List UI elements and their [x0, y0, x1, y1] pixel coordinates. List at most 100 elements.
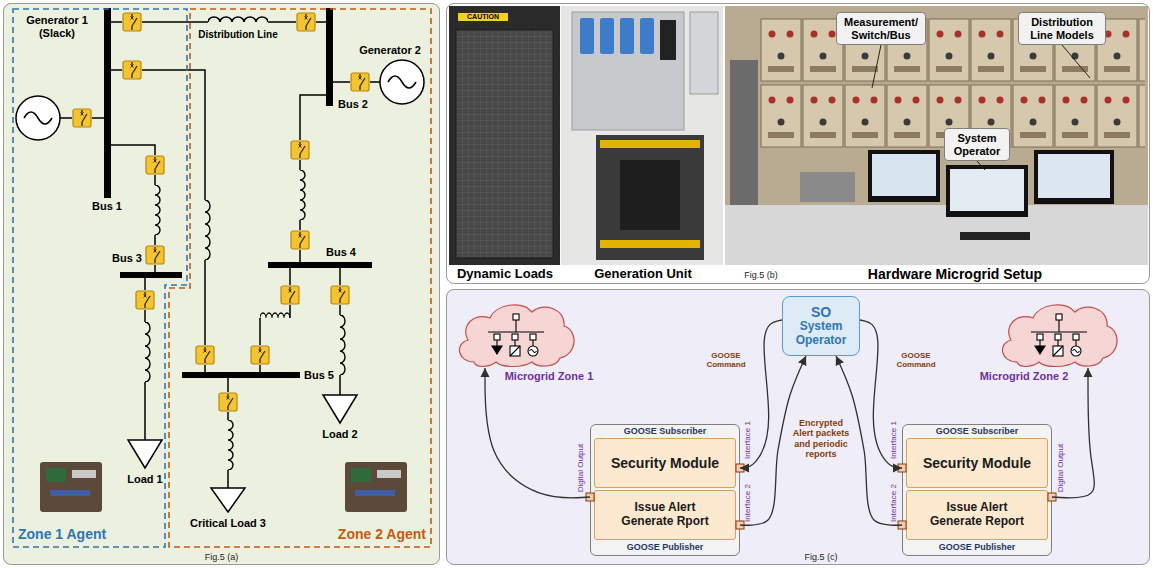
load-label: Load 2 — [310, 428, 370, 441]
figure-label: Fig.5 (c) — [794, 552, 848, 562]
photo-caption: Generation Unit — [563, 267, 723, 282]
photo-dynamic-loads — [456, 30, 553, 258]
text-holder: Zone 2 Agent — [306, 526, 426, 542]
callout-leader — [872, 45, 881, 88]
load-label: Critical Load 3 — [168, 517, 288, 530]
interface-port — [586, 464, 1056, 529]
box-label: Security Module — [611, 455, 719, 471]
box-label: Security Module — [923, 455, 1031, 471]
box-label: Measurement/ Switch/Bus — [841, 16, 921, 41]
microgrid-cloud: Microgrid Zone 1 — [452, 298, 578, 368]
connector-arrow — [1052, 368, 1094, 498]
agent-board-photo — [50, 490, 90, 496]
interface-port — [736, 521, 744, 529]
zone-outline — [168, 8, 432, 548]
output-label: Digital Output — [1056, 444, 1065, 492]
breaker-symbol — [196, 346, 214, 364]
breaker-symbol — [219, 393, 237, 411]
zone-outline — [13, 9, 187, 547]
module-box: GOOSE SubscriberGOOSE Publisher Security … — [590, 424, 740, 556]
callout-box: Distribution Line Models — [1018, 12, 1106, 45]
inductor-symbol — [228, 420, 233, 470]
cloud-outline — [459, 305, 574, 367]
text-holder: GOOSE Publisher — [903, 542, 1051, 552]
generator-symbol — [380, 60, 424, 104]
photo-generation-unit — [600, 240, 700, 248]
panel-ground — [446, 289, 1150, 565]
text-holder: Load 2 — [310, 428, 370, 441]
module-box: GOOSE SubscriberGOOSE PublisherSecurity … — [902, 424, 1052, 556]
generator-symbol — [16, 96, 60, 140]
inductor-symbol — [155, 185, 160, 235]
photo-generation-unit — [572, 12, 684, 130]
agent-board-photo — [40, 462, 407, 512]
grid-icon — [488, 314, 544, 356]
photo-dynamic-loads — [449, 6, 560, 265]
grid-icon — [1056, 314, 1062, 320]
interface-label: Interface 1 — [889, 421, 898, 459]
line-label: Distribution Line — [190, 29, 286, 41]
bus-label: Bus 4 — [316, 246, 366, 259]
breaker-symbol — [291, 141, 309, 159]
generator-symbol — [388, 76, 416, 88]
breaker-symbol — [351, 73, 369, 91]
photo-hardware-setup — [960, 232, 1030, 240]
photo-generation-unit — [660, 20, 676, 60]
callout-leader — [977, 161, 985, 170]
bus-bar — [120, 272, 182, 278]
breaker-symbol — [331, 286, 349, 304]
grid-icon — [488, 320, 544, 346]
breaker-symbol — [281, 286, 299, 304]
text-holder: Generator 2 — [350, 44, 430, 57]
interface-port — [898, 521, 906, 529]
text-holder: Bus 3 — [106, 252, 142, 265]
photo-generation-unit — [580, 18, 594, 54]
port-label: GOOSE Subscriber — [591, 426, 739, 436]
grid-icon — [492, 346, 502, 354]
text-holder: Bus 1 — [87, 200, 127, 213]
panel-ground — [446, 3, 1150, 284]
agent-board-photo — [46, 468, 66, 482]
channel-note: Encrypted Alert packets and periodic rep… — [790, 418, 852, 459]
grid-icon — [1035, 346, 1045, 354]
figure-panel: Fig.5 (a)Zone 1 AgentZone 2 Agent — [3, 3, 440, 565]
breaker-symbol — [123, 13, 141, 31]
breaker-symbol — [123, 61, 141, 79]
box-label: SO — [811, 304, 831, 320]
grid-icon — [1031, 314, 1087, 356]
function-box: Security Module — [906, 438, 1048, 488]
inductor-symbol — [208, 17, 268, 22]
box-label: Issue Alert Generate Rport — [610, 501, 720, 529]
box-label: Distribution Line Models — [1023, 16, 1101, 41]
interface-port — [1048, 493, 1056, 501]
callout-leader — [1062, 45, 1090, 78]
connector-group — [485, 320, 1094, 525]
photo-hardware-setup — [946, 165, 1028, 217]
load-symbol — [323, 395, 357, 423]
text-holder: Hardware Microgrid Setup — [790, 266, 1120, 282]
generator-symbol — [24, 112, 52, 124]
text-holder: Zone 1 Agent — [18, 526, 158, 542]
photo-hardware-setup — [1034, 150, 1114, 204]
connector-arrow — [485, 368, 590, 498]
edge-label: GOOSE Command — [702, 350, 750, 370]
box-label: System Operator — [787, 320, 855, 348]
panel-ground — [3, 3, 440, 565]
grid-icon — [510, 346, 520, 356]
photo-generation-unit — [690, 12, 718, 94]
load-label: Load 1 — [115, 473, 175, 486]
zone-boundary: Zone 1 Agent — [12, 8, 188, 548]
operator-box: SOSystem Operator — [782, 296, 860, 356]
text-holder: GOOSE Publisher — [591, 542, 739, 552]
photo-hardware-setup — [725, 6, 1148, 265]
grid-icon — [530, 350, 537, 353]
bus-label: Bus 5 — [304, 369, 344, 382]
text-holder: Distribution Line — [190, 29, 286, 41]
zone-label: Zone 2 Agent — [306, 526, 426, 542]
grid-icon — [1031, 320, 1087, 346]
photo-hardware-setup — [1038, 154, 1110, 198]
photo-hardware-setup — [725, 205, 1148, 265]
text-holder: Encrypted Alert packets and periodic rep… — [790, 418, 852, 459]
bus-label: Bus 1 — [87, 200, 127, 213]
grid-icon — [1073, 334, 1079, 340]
